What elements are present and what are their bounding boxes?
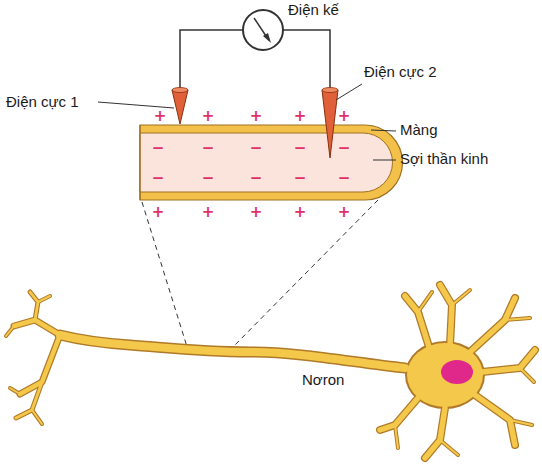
charge-sign: + bbox=[250, 205, 263, 220]
charge-sign: − bbox=[202, 141, 215, 156]
charge-sign: − bbox=[294, 171, 307, 186]
electrode bbox=[172, 88, 338, 159]
part-label: Điện cực 2 bbox=[364, 64, 437, 81]
nerve-fiber bbox=[140, 125, 403, 200]
nucleus bbox=[441, 360, 473, 384]
charge-sign: + bbox=[202, 205, 215, 220]
charge-sign: + bbox=[152, 205, 165, 220]
instrument-label: Điện kế bbox=[288, 2, 339, 19]
part-label: Màng bbox=[400, 122, 438, 139]
charge-sign: − bbox=[152, 141, 165, 156]
charge-sign: + bbox=[250, 109, 263, 124]
charge-sign: − bbox=[202, 171, 215, 186]
charge-sign: − bbox=[338, 171, 351, 186]
neuron bbox=[6, 285, 535, 458]
charge-sign: + bbox=[338, 109, 351, 124]
charge-sign: − bbox=[152, 171, 165, 186]
zoom-line bbox=[142, 200, 378, 350]
charge-sign: − bbox=[294, 141, 307, 156]
charge-sign: + bbox=[294, 109, 307, 124]
part-label: Điện cực 1 bbox=[6, 94, 79, 111]
neuron bbox=[6, 285, 535, 458]
charge-sign: + bbox=[294, 205, 307, 220]
galvanometer bbox=[180, 10, 330, 90]
charge-sign: + bbox=[338, 205, 351, 220]
cell-label: Nơron bbox=[302, 372, 344, 389]
charge-sign: − bbox=[250, 141, 263, 156]
leader-line bbox=[98, 84, 396, 160]
charge-sign: + bbox=[202, 109, 215, 124]
charge-sign: − bbox=[338, 141, 351, 156]
part-label: Sợi thần kinh bbox=[400, 151, 488, 168]
charge-sign: − bbox=[250, 171, 263, 186]
charge-sign: + bbox=[154, 109, 167, 124]
